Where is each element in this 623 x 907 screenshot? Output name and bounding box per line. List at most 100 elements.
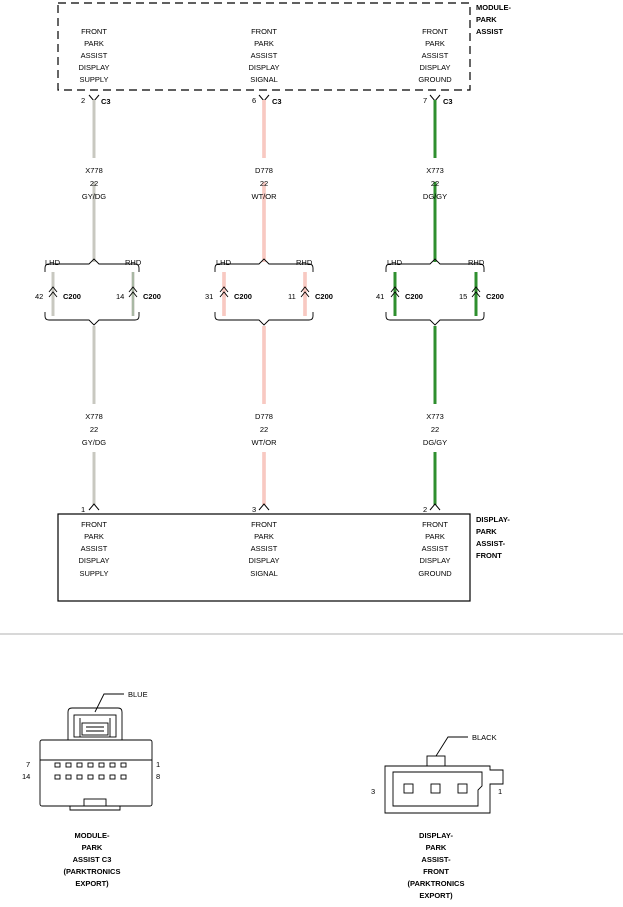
wire-circuit: X773: [426, 166, 444, 175]
module-col-2-line-1: FRONT: [251, 27, 277, 36]
module-col-1-line-1: FRONT: [81, 27, 107, 36]
module-box: [57, 2, 471, 91]
module-pin-2: 6 C3: [252, 94, 282, 106]
module-col-1-line-5: SUPPLY: [79, 75, 108, 84]
wire-circuit: X773: [426, 412, 444, 421]
svg-text:PARK: PARK: [82, 843, 103, 852]
module-col-3-line-4: DISPLAY: [419, 63, 450, 72]
module-column-signal: FRONT PARK ASSIST DISPLAY SIGNAL: [248, 27, 279, 84]
module-col-2-line-5: SIGNAL: [250, 75, 278, 84]
splice-top-brace: [44, 258, 140, 272]
wire-label-upper-ground: X773 22 DG/GY: [423, 166, 447, 201]
connector-chevron-icon: [128, 286, 138, 298]
display-pin-number: 3: [252, 505, 256, 514]
display-col-2-line-5: SIGNAL: [250, 569, 278, 578]
display-column-supply: FRONT PARK ASSIST DISPLAY SUPPLY: [78, 520, 109, 578]
module-connector-label: C3: [443, 97, 453, 106]
splice-rhd-pin: 15: [459, 292, 467, 301]
module-pin-3: 7 C3: [423, 94, 453, 106]
module-col-2-line-2: PARK: [254, 39, 274, 48]
svg-text:EXPORT): EXPORT): [75, 879, 109, 888]
module-column-ground: FRONT PARK ASSIST DISPLAY GROUND: [418, 27, 452, 84]
module-title-line-1: MODULE-: [476, 3, 511, 12]
connector-chevron-icon: [48, 286, 58, 298]
connector-left-pin-8: 8: [156, 772, 160, 781]
module-col-1-line-2: PARK: [84, 39, 104, 48]
svg-text:EXPORT): EXPORT): [419, 891, 453, 900]
display-col-2-line-1: FRONT: [251, 520, 277, 529]
splice-ground: LHD RHD 41 C200 15 C200: [376, 258, 504, 326]
display-title-line-1: DISPLAY-: [476, 515, 510, 524]
display-col-3-line-4: DISPLAY: [419, 556, 450, 565]
splice-bottom-brace: [385, 312, 485, 326]
splice-top-brace: [385, 258, 485, 272]
module-connector-label: C3: [101, 97, 111, 106]
module-pin-number: 2: [81, 96, 85, 105]
display-title: DISPLAY- PARK ASSIST- FRONT: [476, 515, 510, 560]
wire-gauge: 22: [260, 179, 268, 188]
svg-text:ASSIST C3: ASSIST C3: [73, 855, 112, 864]
wire-gauge: 22: [90, 425, 98, 434]
display-title-line-4: FRONT: [476, 551, 502, 560]
display-col-3-line-3: ASSIST: [422, 544, 449, 553]
pin-fork-icon: [88, 503, 100, 511]
wire-gauge: 22: [431, 179, 439, 188]
display-col-1-line-4: DISPLAY: [78, 556, 109, 565]
splice-top-brace: [214, 258, 314, 272]
display-pin-3: 2: [423, 503, 441, 514]
module-col-2-line-3: ASSIST: [251, 51, 278, 60]
svg-text:(PARKTRONICS: (PARKTRONICS: [64, 867, 121, 876]
connector-left-pin-7: 7: [26, 760, 30, 769]
wire-gauge: 22: [260, 425, 268, 434]
connector-chevron-icon: [219, 286, 229, 298]
splice-rhd-connector: C200: [486, 292, 504, 301]
pin-cavities: [54, 762, 127, 780]
wire-label-upper-signal: D778 22 WT/OR: [252, 166, 278, 201]
connector-left-color: BLUE: [128, 690, 148, 699]
module-title: MODULE- PARK ASSIST: [476, 3, 511, 36]
wire-gauge: 22: [431, 425, 439, 434]
module-col-3-line-2: PARK: [425, 39, 445, 48]
display-col-2-line-2: PARK: [254, 532, 274, 541]
splice-lhd-label: LHD: [387, 258, 403, 267]
display-col-1-line-1: FRONT: [81, 520, 107, 529]
connector-left-caption: MODULE- PARK ASSIST C3 (PARKTRONICS EXPO…: [64, 831, 121, 888]
wire-gauge: 22: [90, 179, 98, 188]
module-title-line-3: ASSIST: [476, 27, 504, 36]
module-col-3-line-1: FRONT: [422, 27, 448, 36]
leader-line: [94, 693, 124, 713]
display-col-1-line-3: ASSIST: [81, 544, 108, 553]
display-col-2-line-3: ASSIST: [251, 544, 278, 553]
splice-lhd-connector: C200: [234, 292, 252, 301]
connector-left-face: [39, 693, 153, 811]
display-title-line-3: ASSIST-: [476, 539, 506, 548]
splice-lhd-label: LHD: [216, 258, 232, 267]
display-column-signal: FRONT PARK ASSIST DISPLAY SIGNAL: [248, 520, 279, 578]
splice-lhd-pin: 42: [35, 292, 43, 301]
wire-label-lower-signal: D778 22 WT/OR: [252, 412, 278, 447]
display-col-1-line-2: PARK: [84, 532, 104, 541]
wire-label-lower-ground: X773 22 DG/GY: [423, 412, 447, 447]
svg-text:(PARKTRONICS: (PARKTRONICS: [408, 879, 465, 888]
wire-color: WT/OR: [252, 438, 278, 447]
connector-left-pin-14: 14: [22, 772, 30, 781]
wire-circuit: D778: [255, 166, 273, 175]
display-title-line-2: PARK: [476, 527, 497, 536]
svg-text:FRONT: FRONT: [423, 867, 449, 876]
module-connector-label: C3: [272, 97, 282, 106]
connector-body: [39, 739, 153, 807]
connector-right-face: [384, 736, 504, 814]
connector-right-pin-3: 3: [371, 787, 375, 796]
splice-lhd-connector: C200: [405, 292, 423, 301]
connector-left-pin-1: 1: [156, 760, 160, 769]
wire-color: DG/GY: [423, 438, 447, 447]
splice-bottom-brace: [44, 312, 140, 326]
module-column-supply: FRONT PARK ASSIST DISPLAY SUPPLY: [78, 27, 109, 84]
display-column-ground: FRONT PARK ASSIST DISPLAY GROUND: [418, 520, 452, 578]
splice-rhd-pin: 11: [288, 292, 296, 301]
display-pin-number: 2: [423, 505, 427, 514]
display-pin-number: 1: [81, 505, 85, 514]
splice-rhd-connector: C200: [143, 292, 161, 301]
connector-right-pin-1: 1: [498, 787, 502, 796]
